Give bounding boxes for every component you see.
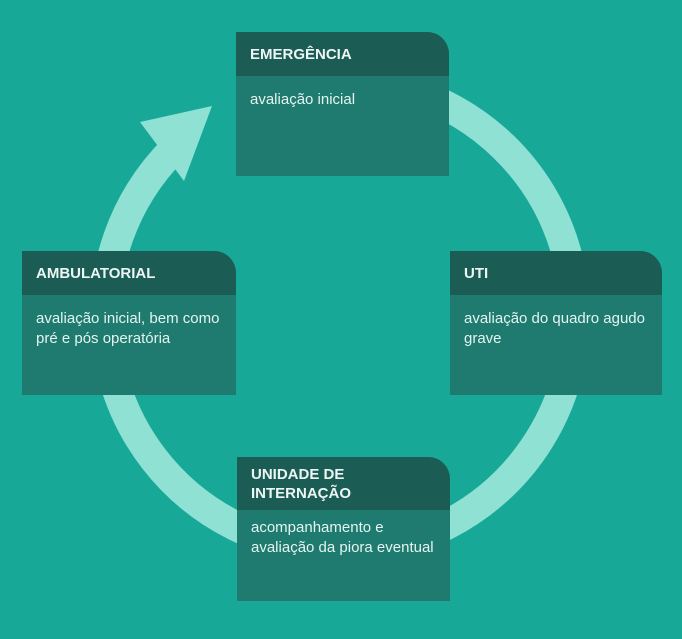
node-title: UNIDADE DE INTERNAÇÃO — [237, 457, 450, 510]
node-unidade-internacao: UNIDADE DE INTERNAÇÃO acompanhamento e a… — [237, 457, 450, 601]
node-title: UTI — [450, 251, 662, 295]
arrowhead-icon — [140, 106, 212, 181]
node-text: avaliação do quadro agudo grave — [464, 310, 645, 347]
node-ambulatorial: AMBULATORIAL avaliação inicial, bem como… — [22, 251, 236, 395]
node-text: avaliação inicial, bem como pré e pós op… — [36, 310, 220, 347]
node-text: avaliação inicial — [250, 91, 356, 108]
node-title: AMBULATORIAL — [22, 251, 236, 295]
node-uti: UTI avaliação do quadro agudo grave — [450, 251, 662, 395]
node-title: EMERGÊNCIA — [236, 32, 449, 76]
node-text: acompanhamento e avaliação da piora even… — [251, 519, 434, 556]
node-emergencia: EMERGÊNCIA avaliação inicial — [236, 32, 449, 176]
